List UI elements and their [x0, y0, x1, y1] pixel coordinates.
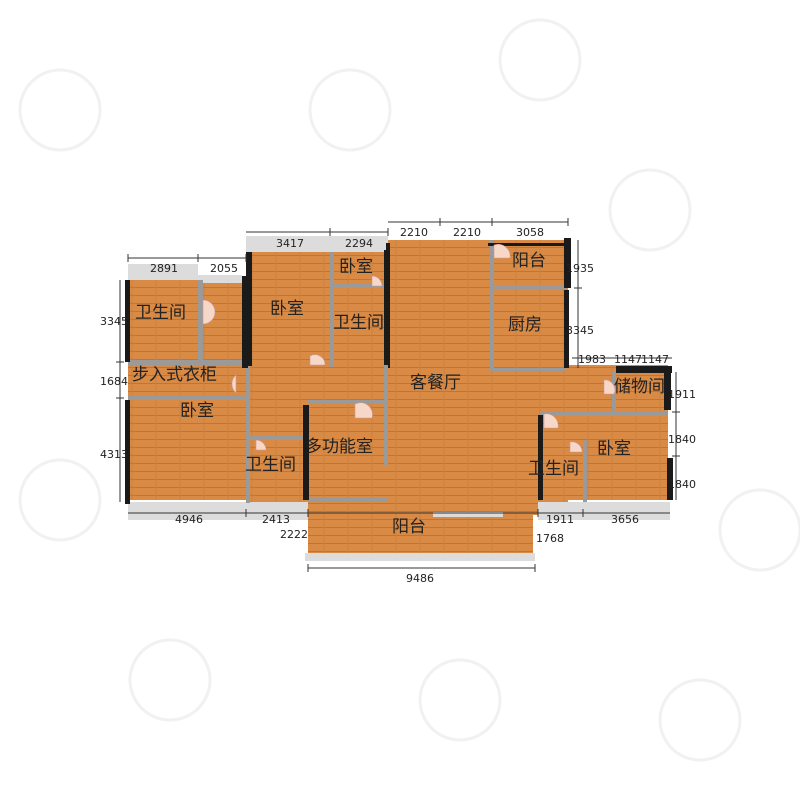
floor-areas: [128, 240, 668, 555]
dim-top-6: 2210: [453, 226, 481, 239]
room-label-bedroom-2: 卧室: [339, 257, 373, 277]
room-label-multi-function: 多功能室: [305, 437, 373, 457]
room-label-bathroom-2: 卫生间: [333, 313, 384, 333]
watermark-layer: [18, 18, 800, 762]
room-label-balcony-2: 阳台: [392, 517, 426, 537]
dim-right-1: 1935: [566, 262, 594, 275]
room-label-bathroom-3: 卫生间: [245, 455, 296, 475]
dimension-lines: [116, 218, 680, 572]
dim-bottom-extra-1: 2222: [280, 528, 308, 541]
room-label-bedroom-4: 卧室: [597, 439, 631, 459]
dim-bottom-2: 2413: [262, 513, 290, 526]
room-label-bathroom-1: 卫生间: [135, 303, 186, 323]
room-label-bedroom-1: 卧室: [270, 299, 304, 319]
dim-top-1: 2891: [150, 262, 178, 275]
dim-right-2: 3345: [566, 324, 594, 337]
dim-left-2: 1684: [100, 375, 128, 388]
dim-right-small-2: 1147: [614, 353, 642, 366]
room-label-bathroom-4: 卫生间: [528, 459, 579, 479]
dim-bottom-4: 3656: [611, 513, 639, 526]
room-labels: 卫生间 卧室 卧室 卫生间 阳台 厨房 步入式衣柜 客餐厅 储物间 卧室 卫生间…: [132, 251, 665, 537]
dim-bottom-1: 4946: [175, 513, 203, 526]
dim-right-4: 1840: [668, 433, 696, 446]
dim-right-small-3: 1147: [641, 353, 669, 366]
room-label-storage: 储物间: [614, 377, 665, 397]
dim-bottom-3: 1911: [546, 513, 574, 526]
room-label-walk-in-closet: 步入式衣柜: [132, 365, 217, 385]
dim-bottom-extra-2: 1768: [536, 532, 564, 545]
dim-top-5: 2210: [400, 226, 428, 239]
dim-top-7: 3058: [516, 226, 544, 239]
dim-right-small-1: 1983: [578, 353, 606, 366]
dim-left-3: 4313: [100, 448, 128, 461]
dim-top-2: 2055: [210, 262, 238, 275]
dim-bottom-extra-3: 9486: [406, 572, 434, 585]
room-label-balcony-1: 阳台: [512, 251, 546, 271]
dim-right-5: 1840: [668, 478, 696, 491]
dim-left-1: 3345: [100, 315, 128, 328]
room-label-kitchen: 厨房: [508, 315, 542, 335]
room-label-bedroom-3: 卧室: [180, 401, 214, 421]
room-label-living-dining: 客餐厅: [410, 373, 461, 393]
dim-top-4: 2294: [345, 237, 373, 250]
dim-top-3: 3417: [276, 237, 304, 250]
dim-right-3: 1911: [668, 388, 696, 401]
door-swings: [202, 244, 616, 453]
walls: [125, 238, 673, 504]
dimension-labels: 2891 2055 3417 2294 2210 2210 3058 1935 …: [100, 226, 696, 585]
windows: [128, 236, 670, 561]
